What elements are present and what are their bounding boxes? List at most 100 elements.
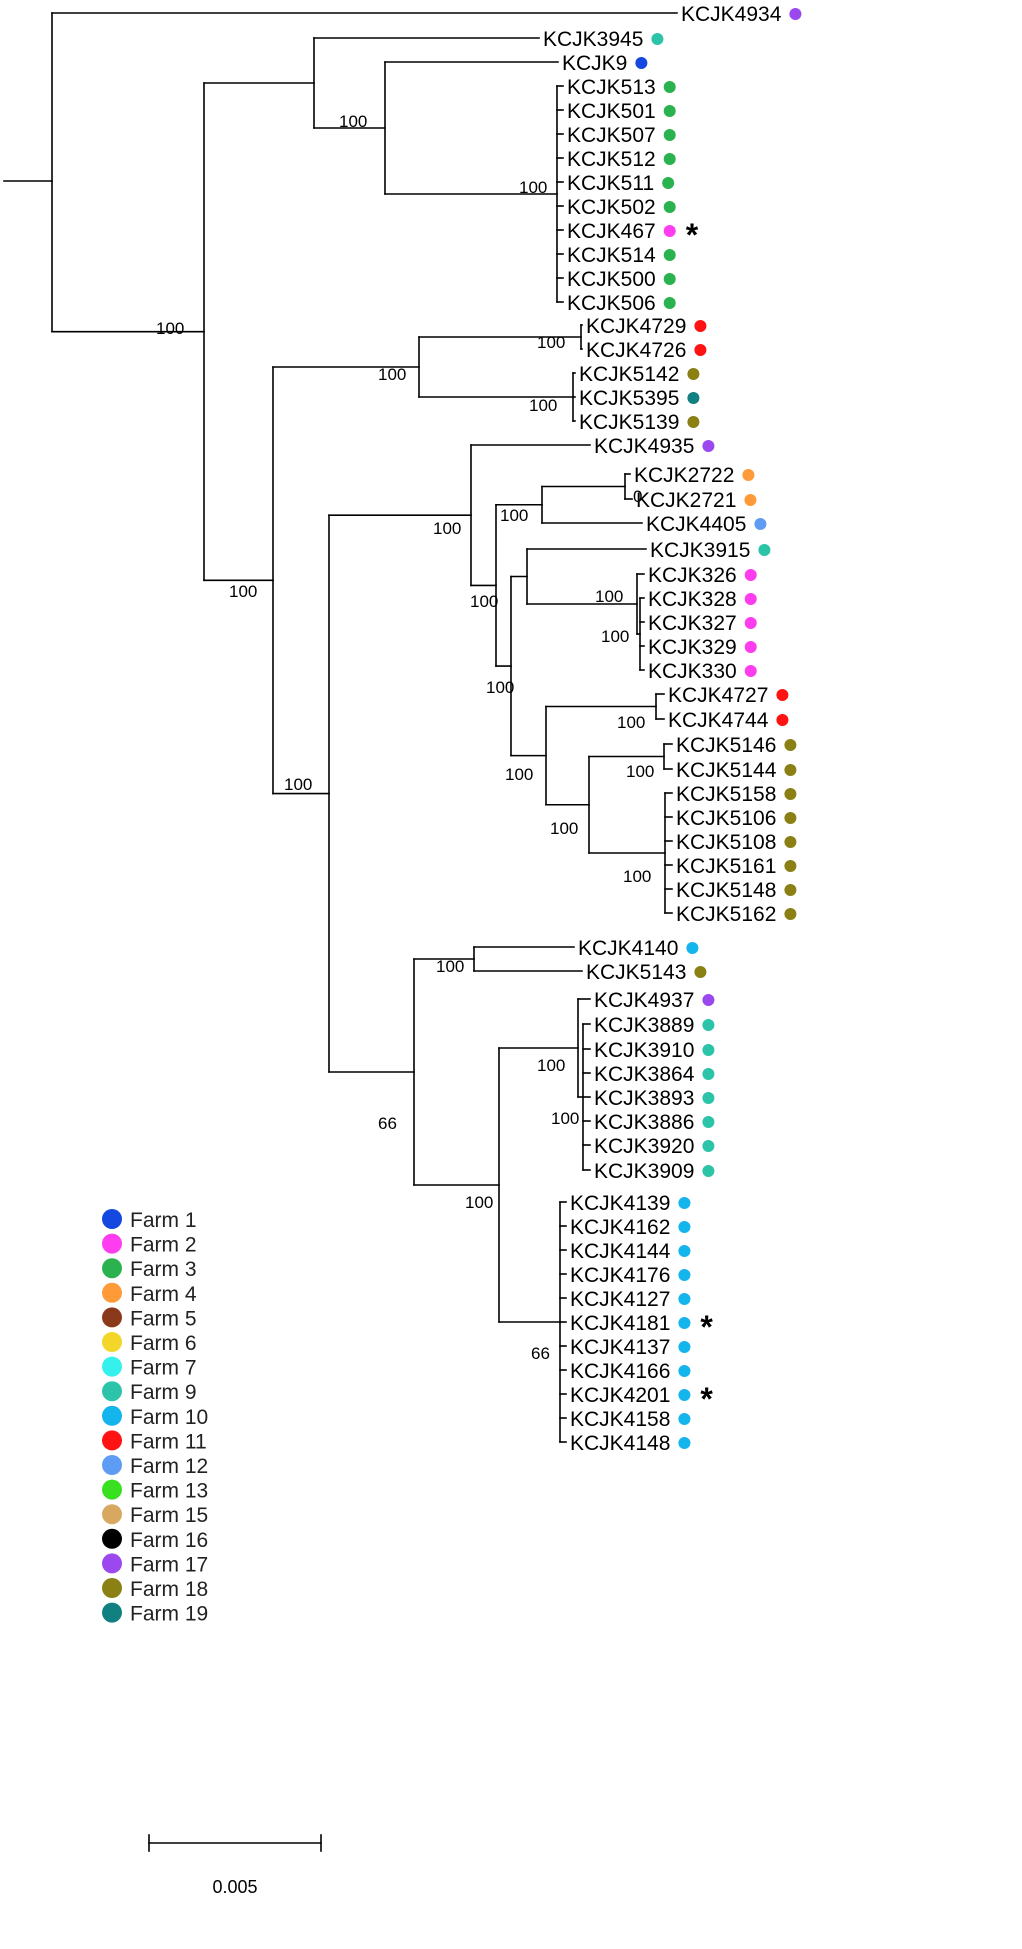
support-value: 66 bbox=[378, 1114, 397, 1133]
farm-dot bbox=[687, 392, 700, 404]
legend-swatch bbox=[102, 1209, 122, 1229]
legend-swatch bbox=[102, 1233, 122, 1254]
tip-label: KCJK327 bbox=[648, 612, 737, 635]
farm-dot bbox=[744, 593, 757, 605]
farm-dot bbox=[744, 641, 757, 653]
farm-dot bbox=[702, 1165, 715, 1177]
farm-dot bbox=[702, 1019, 715, 1031]
legend-label: Farm 16 bbox=[130, 1529, 208, 1552]
farm-dot bbox=[678, 1269, 691, 1281]
support-value: 100 bbox=[465, 1193, 493, 1212]
tip-label: KCJK4137 bbox=[570, 1336, 670, 1359]
farm-dot bbox=[744, 617, 757, 629]
tip-label: KCJK330 bbox=[648, 660, 737, 683]
tip-label: KCJK3910 bbox=[594, 1039, 694, 1062]
asterisk-mark: * bbox=[700, 1309, 713, 1345]
tip-label: KCJK4727 bbox=[668, 684, 768, 707]
farm-dot bbox=[744, 665, 757, 677]
farm-dot bbox=[678, 1437, 691, 1449]
tip-label: KCJK5142 bbox=[579, 363, 679, 386]
tree-branches bbox=[3, 12, 678, 1443]
support-value: 100 bbox=[284, 775, 312, 794]
legend-label: Farm 1 bbox=[130, 1209, 197, 1232]
tip-label: KCJK507 bbox=[567, 124, 656, 147]
support-value: 100 bbox=[436, 957, 464, 976]
support-value: 100 bbox=[623, 867, 651, 886]
tip-label: KCJK4201 bbox=[570, 1384, 670, 1407]
farm-dot bbox=[678, 1389, 691, 1401]
legend-swatch bbox=[102, 1430, 122, 1451]
farm-dot bbox=[789, 8, 802, 20]
scale-bar: 0.005 bbox=[148, 1834, 322, 1897]
tip-label: KCJK4127 bbox=[570, 1288, 670, 1311]
asterisk-mark: * bbox=[686, 217, 699, 253]
farm-dot bbox=[784, 908, 797, 920]
tip-label: KCJK4166 bbox=[570, 1360, 670, 1383]
tip-label: KCJK4140 bbox=[578, 937, 678, 960]
scale-bar-label: 0.005 bbox=[212, 1877, 257, 1897]
support-values: 1001001001001001001000100100100100100100… bbox=[156, 112, 654, 1363]
farm-dot bbox=[744, 569, 757, 581]
legend-swatch bbox=[102, 1307, 122, 1328]
tip-label: KCJK5106 bbox=[676, 807, 776, 830]
farm-dot bbox=[776, 689, 789, 701]
tip-label: KCJK4181 bbox=[570, 1312, 670, 1335]
tip-label: KCJK5146 bbox=[676, 734, 776, 757]
support-value: 100 bbox=[595, 587, 623, 606]
legend-label: Farm 4 bbox=[130, 1283, 197, 1306]
farm-dot bbox=[678, 1365, 691, 1377]
tip-label: KCJK4144 bbox=[570, 1240, 671, 1263]
farm-dot bbox=[687, 368, 700, 380]
tip-label: KCJK3889 bbox=[594, 1014, 694, 1037]
legend-swatch bbox=[102, 1258, 122, 1279]
tip-label: KCJK4934 bbox=[681, 3, 782, 26]
tip-label: KCJK3864 bbox=[594, 1063, 695, 1086]
legend-swatch bbox=[102, 1553, 122, 1574]
farm-dot bbox=[758, 544, 771, 556]
tip-label: KCJK2721 bbox=[636, 489, 736, 512]
support-value: 100 bbox=[519, 178, 547, 197]
farm-dot bbox=[678, 1197, 691, 1209]
farm-dot bbox=[663, 249, 676, 261]
tip-label: KCJK506 bbox=[567, 292, 656, 315]
tip-label: KCJK500 bbox=[567, 268, 656, 291]
support-value: 100 bbox=[537, 1056, 565, 1075]
farm-dot bbox=[678, 1221, 691, 1233]
farm-dot bbox=[663, 105, 676, 117]
tip-label: KCJK3909 bbox=[594, 1160, 694, 1183]
farm-dot bbox=[678, 1341, 691, 1353]
tip-label: KCJK467 bbox=[567, 220, 656, 243]
tip-label: KCJK4744 bbox=[668, 709, 769, 732]
farm-dot bbox=[663, 297, 676, 309]
tip-label: KCJK5144 bbox=[676, 759, 777, 782]
support-value: 100 bbox=[500, 506, 528, 525]
farm-dot bbox=[702, 1092, 715, 1104]
tip-label: KCJK513 bbox=[567, 76, 656, 99]
legend-swatch bbox=[102, 1455, 122, 1475]
tip-label: KCJK329 bbox=[648, 636, 737, 659]
support-value: 100 bbox=[156, 319, 184, 338]
tip-label: KCJK3945 bbox=[543, 28, 643, 51]
tip-label: KCJK514 bbox=[567, 244, 656, 267]
tip-label: KCJK4937 bbox=[594, 989, 694, 1012]
support-value: 100 bbox=[505, 765, 533, 784]
tip-label: KCJK4158 bbox=[570, 1408, 670, 1431]
farm-dot bbox=[784, 788, 797, 800]
farm-dot bbox=[784, 739, 797, 751]
tip-label: KCJK501 bbox=[567, 100, 656, 123]
support-value: 100 bbox=[378, 365, 406, 384]
farm-dot bbox=[784, 860, 797, 872]
support-value: 100 bbox=[617, 713, 645, 732]
farm-dot bbox=[784, 764, 797, 776]
farm-dot bbox=[702, 994, 715, 1006]
farm-dot bbox=[776, 714, 789, 726]
support-value: 100 bbox=[486, 678, 514, 697]
support-value: 100 bbox=[626, 762, 654, 781]
legend-label: Farm 2 bbox=[130, 1234, 197, 1257]
support-value: 100 bbox=[529, 396, 557, 415]
farm-dot bbox=[702, 1140, 715, 1152]
legend-swatch bbox=[102, 1405, 122, 1426]
legend-label: Farm 17 bbox=[130, 1553, 208, 1576]
legend-label: Farm 9 bbox=[130, 1381, 197, 1404]
